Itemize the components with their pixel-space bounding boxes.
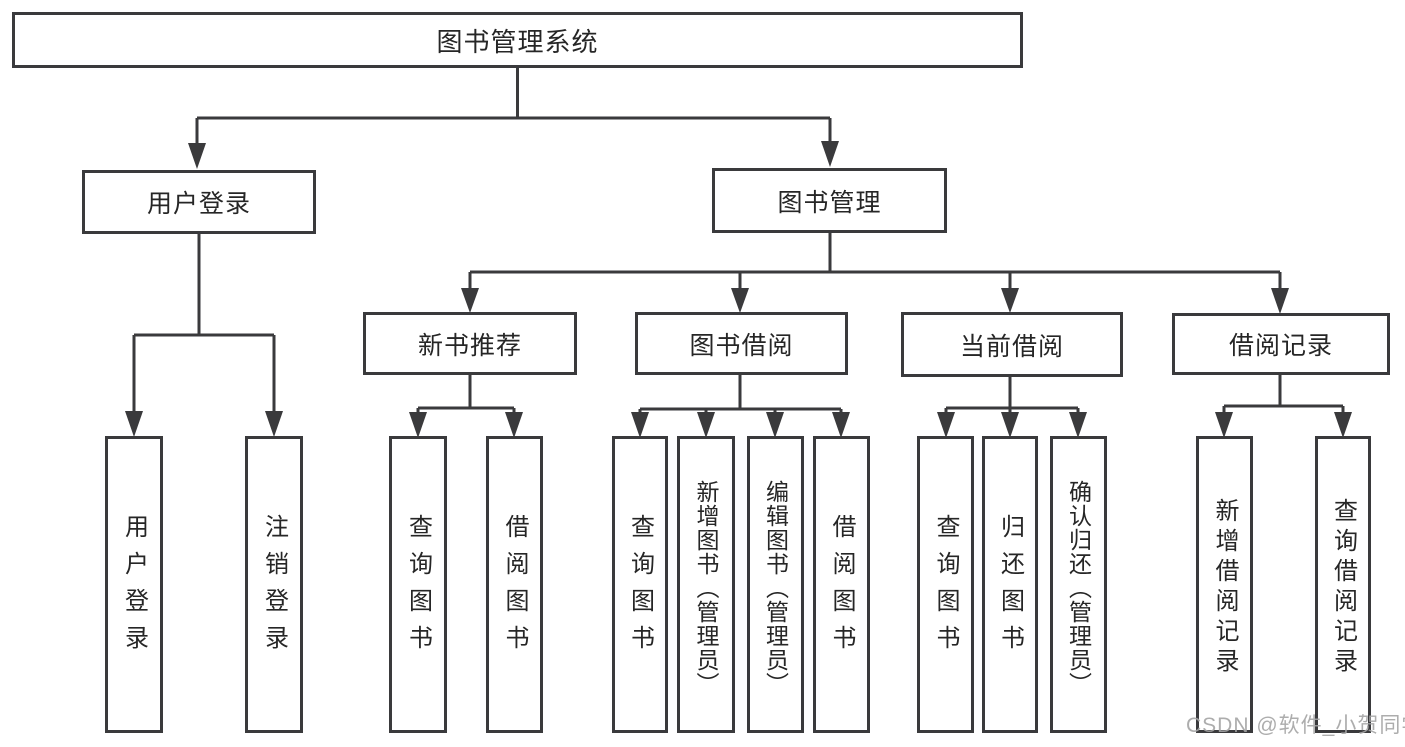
node-leaf-bb-query-books: 查询图书 [612,436,668,733]
node-new-book-recommendation: 新书推荐 [363,312,577,375]
node-book-borrowing: 图书借阅 [635,312,848,375]
node-leaf-br-add-record: 新增借阅记录 [1196,436,1253,733]
node-leaf-cb-confirm-return-admin: 确认归还（管理员） [1050,436,1107,733]
node-current-borrowing: 当前借阅 [901,312,1123,377]
node-leaf-bb-edit-books-admin: 编辑图书（管理员） [747,436,804,733]
node-leaf-logout: 注销登录 [245,436,303,733]
node-leaf-bb-borrow-books: 借阅图书 [813,436,870,733]
node-leaf-cb-query-books: 查询图书 [917,436,974,733]
node-book-management: 图书管理 [712,168,947,233]
csdn-watermark: CSDN @软件_小贺同学 [1186,714,1405,737]
node-library-management-system: 图书管理系统 [12,12,1023,68]
node-borrowing-records: 借阅记录 [1172,313,1390,375]
node-leaf-nb-query-books: 查询图书 [389,436,447,733]
node-leaf-bb-add-books-admin: 新增图书（管理员） [677,436,735,733]
node-leaf-br-query-record: 查询借阅记录 [1315,436,1371,733]
node-leaf-user-login: 用户登录 [105,436,163,733]
node-leaf-nb-borrow-books: 借阅图书 [486,436,543,733]
node-leaf-cb-return-books: 归还图书 [982,436,1038,733]
node-user-login: 用户登录 [82,170,316,234]
